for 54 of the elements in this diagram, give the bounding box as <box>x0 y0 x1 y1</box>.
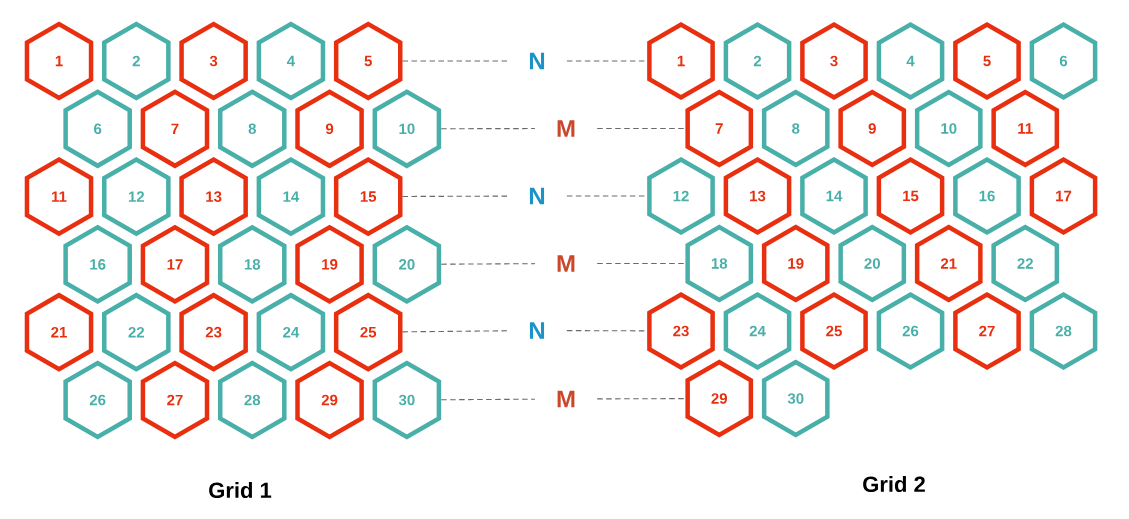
numbered-hexagon: 9 <box>295 89 364 169</box>
connector-line <box>401 330 508 333</box>
numbered-hexagon: 13 <box>179 157 248 237</box>
numbered-hexagon: 21 <box>914 224 983 303</box>
connector-line <box>596 127 686 130</box>
numbered-hexagon: 19 <box>761 224 830 303</box>
numbered-hexagon: 1 <box>24 21 94 101</box>
numbered-hexagon: 24 <box>256 292 326 372</box>
letter-label: N <box>529 52 545 70</box>
connector-line <box>401 195 508 197</box>
numbered-hexagon: 15 <box>333 157 403 237</box>
connector-line <box>440 263 536 265</box>
numbered-hexagon: 5 <box>333 21 403 101</box>
numbered-hexagon: 22 <box>991 224 1060 303</box>
numbered-hexagon: 22 <box>102 292 171 372</box>
numbered-hexagon: 4 <box>256 21 326 101</box>
numbered-hexagon: 18 <box>685 224 754 303</box>
connector-line <box>596 262 686 265</box>
numbered-hexagon: 7 <box>140 89 210 169</box>
numbered-hexagon: 25 <box>333 292 403 372</box>
connector-line <box>596 398 686 400</box>
numbered-hexagon: 3 <box>179 21 248 101</box>
connector-line <box>440 398 536 401</box>
numbered-hexagon: 11 <box>991 89 1060 168</box>
numbered-hexagon: 20 <box>838 224 907 303</box>
letter-label: M <box>557 120 575 137</box>
numbered-hexagon: 10 <box>372 89 442 169</box>
connector-line <box>401 60 508 62</box>
numbered-hexagon: 28 <box>217 360 287 440</box>
letter-label: M <box>557 255 575 272</box>
numbered-hexagon: 21 <box>24 292 94 372</box>
connector-line <box>440 128 536 130</box>
numbered-hexagon: 10 <box>914 89 983 168</box>
numbered-hexagon: 26 <box>63 360 132 440</box>
numbered-hexagon: 9 <box>838 89 907 168</box>
numbered-hexagon: 14 <box>256 157 326 237</box>
numbered-hexagon: 23 <box>179 292 248 372</box>
numbered-hexagon: 30 <box>372 360 442 440</box>
numbered-hexagon: 29 <box>295 360 364 440</box>
numbered-hexagon: 12 <box>102 157 171 237</box>
numbered-hexagon: 11 <box>24 157 94 237</box>
grid-caption: Grid 2 <box>863 475 925 493</box>
numbered-hexagon: 8 <box>217 89 287 169</box>
letter-label: M <box>557 390 575 408</box>
numbered-hexagon: 27 <box>140 360 210 440</box>
letter-label: N <box>529 187 545 205</box>
numbered-hexagon: 30 <box>761 359 830 438</box>
numbered-hexagon: 6 <box>63 89 132 169</box>
numbered-hexagon: 7 <box>685 89 754 168</box>
numbered-hexagon: 29 <box>685 359 754 438</box>
numbered-hexagon: 2 <box>102 21 171 101</box>
numbered-hexagon: 8 <box>761 89 830 168</box>
grid-caption: Grid 1 <box>209 481 272 499</box>
letter-label: N <box>529 322 545 339</box>
